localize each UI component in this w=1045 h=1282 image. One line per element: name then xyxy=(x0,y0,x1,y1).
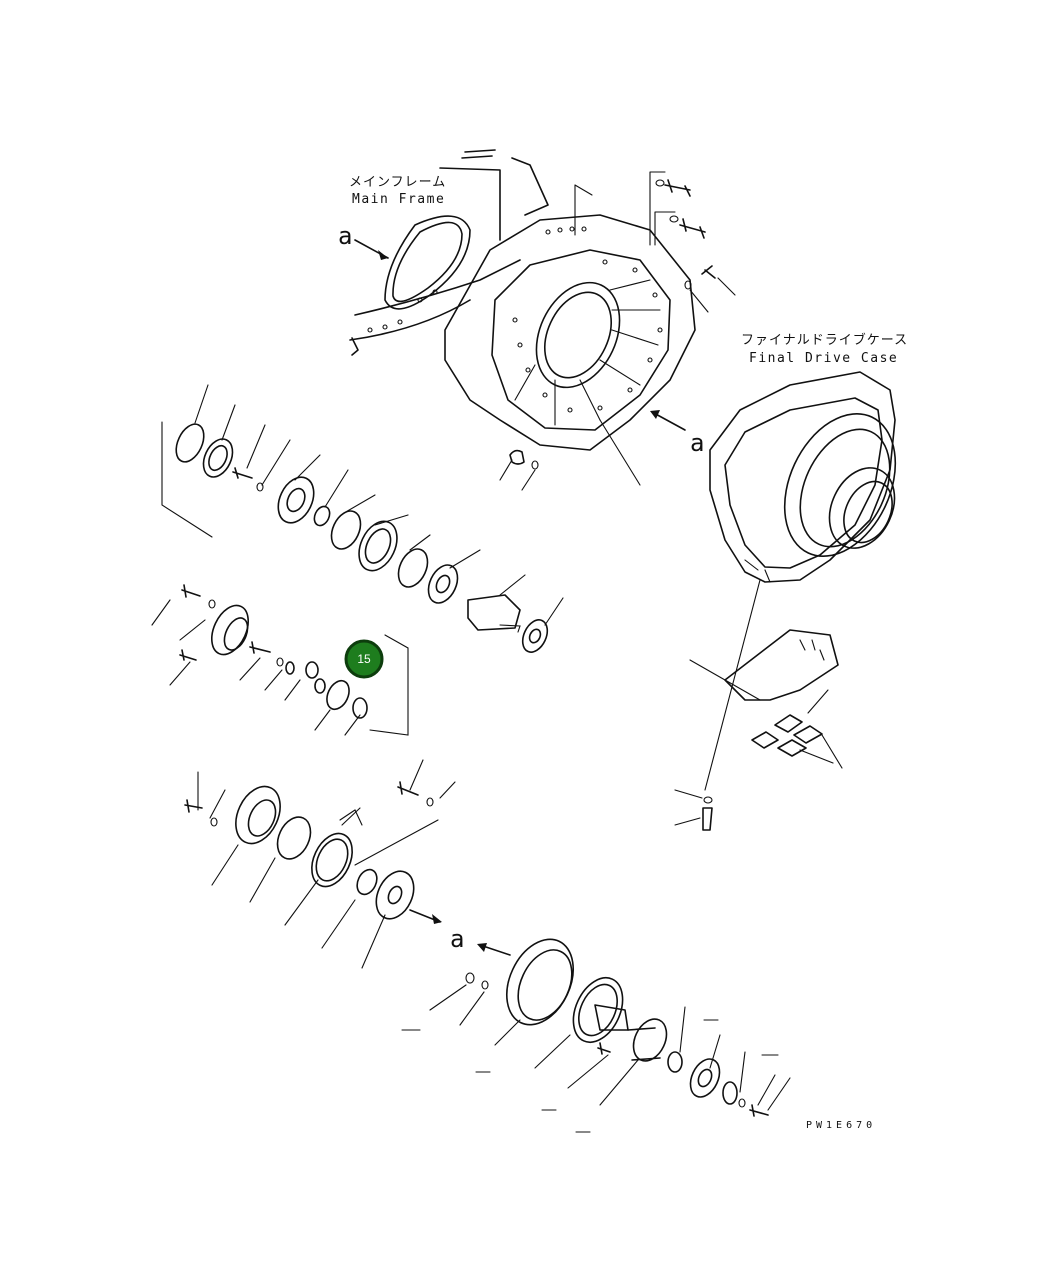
upper-bearing-row xyxy=(161,384,564,653)
main-frame-label-en: Main Frame xyxy=(352,192,445,207)
final-drive-case xyxy=(674,371,897,831)
main-frame-assembly xyxy=(349,149,736,491)
callout-number: 15 xyxy=(357,652,371,666)
main-frame-label-jp: メインフレーム xyxy=(349,175,446,190)
callout-circle[interactable] xyxy=(344,639,384,679)
lower-hub-row xyxy=(184,759,511,969)
planetary-gear-row xyxy=(401,938,791,1133)
callout-badge-15[interactable]: 15 xyxy=(344,639,384,679)
reference-a-3: a xyxy=(450,925,464,953)
middle-carrier-row xyxy=(151,584,409,736)
final-drive-label-jp: ファイナルドライブケース xyxy=(741,332,908,348)
bolt-hole-pattern xyxy=(367,226,663,413)
final-drive-label-en: Final Drive Case xyxy=(749,351,898,366)
drawing-code: PW1E670 xyxy=(806,1120,876,1131)
reference-a-2: a xyxy=(690,429,704,457)
reference-a-1: a xyxy=(338,222,352,250)
